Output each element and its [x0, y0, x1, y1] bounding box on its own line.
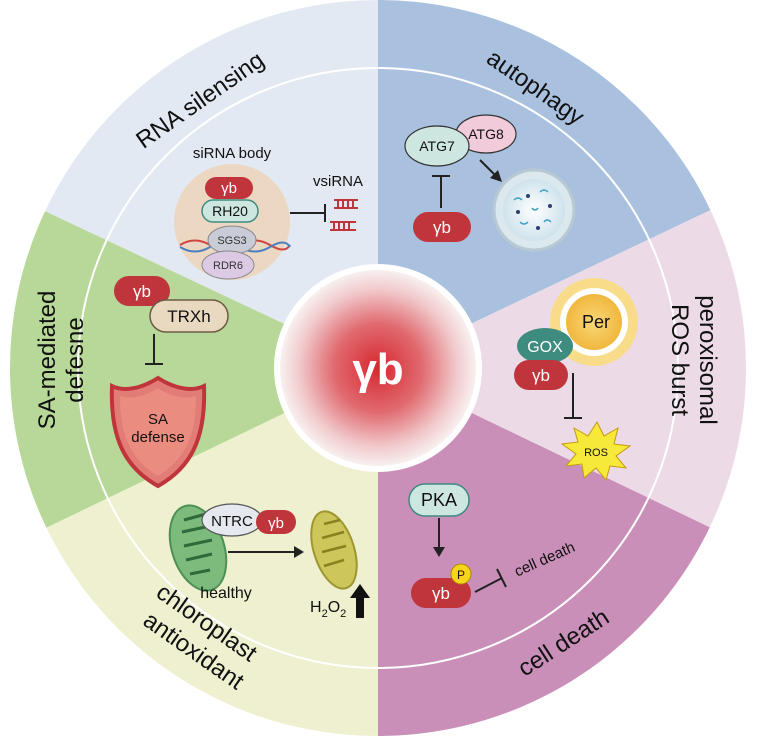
death-inhibit-bar	[496, 568, 507, 588]
gox-blob	[517, 328, 573, 364]
rdr6-blob	[201, 250, 255, 280]
pka-blob	[408, 483, 470, 517]
autophagy-panel: ATG8 ATG7 γb	[404, 114, 576, 252]
title-peroxisomal-1: peroxisomal	[694, 295, 721, 424]
sa-yb-label: γb	[133, 282, 151, 301]
title-sa-2: defesne	[62, 317, 89, 402]
sgs3-label: SGS3	[217, 235, 246, 247]
shield-label-2: defense	[131, 429, 184, 446]
autophagosome-dots	[516, 194, 552, 230]
h2o2-label: H2O2	[310, 599, 346, 620]
per-label: Per	[582, 312, 610, 332]
rna-silencing-panel: siRNA body γb RH20 SGS3 RDR6 vsiRNA	[174, 145, 363, 280]
title-peroxisomal-2: ROS burst	[666, 304, 693, 416]
up-arrow-icon	[350, 584, 370, 618]
pka-label: PKA	[421, 490, 457, 510]
auto-yb-label: γb	[433, 218, 451, 237]
chloro-arrowhead	[294, 546, 304, 558]
death-yb-label: γb	[432, 584, 450, 603]
rdr6-label: RDR6	[213, 260, 243, 272]
peroxisomal-panel: Per GOX γb ROS	[514, 278, 638, 482]
atg8-label: ATG8	[468, 126, 504, 142]
title-sa-1: SA-mediated	[34, 291, 61, 430]
death-yb-pill	[411, 578, 471, 608]
healthy-label: healthy	[200, 585, 252, 602]
gox-label: GOX	[527, 339, 563, 356]
shield-inner	[120, 388, 196, 476]
perox-yb-label: γb	[532, 366, 550, 385]
sirna-body-label: siRNA body	[193, 145, 272, 162]
auto-arrowhead	[490, 170, 502, 182]
ros-burst-icon	[560, 420, 632, 482]
sa-defense-panel: γb TRXh SA defense	[109, 276, 229, 489]
vsirna-label: vsiRNA	[313, 173, 363, 190]
rna-yb-pill	[205, 177, 253, 199]
center-gradient	[280, 270, 476, 466]
atg7-label: ATG7	[419, 138, 455, 154]
shield-label-1: SA	[148, 411, 168, 428]
ntrc-label: NTRC	[211, 513, 253, 530]
chloro-yb-pill	[256, 510, 296, 534]
ros-label: ROS	[584, 447, 608, 459]
phospho-label: P	[457, 568, 465, 582]
vsirna-duplex-icon	[330, 199, 358, 231]
peroxisome-core	[566, 294, 622, 350]
chloroplast-panel: NTRC γb healthy H2O2	[168, 503, 370, 620]
sector-peroxisomal	[378, 188, 746, 550]
death-inhibit-line	[474, 577, 503, 593]
atg7-blob	[404, 125, 470, 167]
inner-ring	[77, 67, 679, 669]
sector-sa-defense	[10, 190, 378, 550]
center-label: γb	[352, 345, 403, 394]
stressed-thylakoids	[321, 518, 347, 568]
rna-yb-label: γb	[221, 180, 237, 197]
trxh-pill	[149, 299, 229, 333]
sa-yb-pill	[114, 276, 170, 306]
rh20-pill	[201, 199, 259, 223]
perox-yb-pill	[514, 360, 568, 390]
autophagosome-contents	[513, 189, 552, 225]
phospho-badge	[450, 563, 472, 585]
auto-yb-pill	[413, 212, 471, 242]
death-arrowhead	[433, 547, 445, 557]
trxh-label: TRXh	[167, 307, 210, 326]
chloro-yb-label: γb	[268, 515, 284, 532]
rh20-label: RH20	[212, 203, 248, 219]
